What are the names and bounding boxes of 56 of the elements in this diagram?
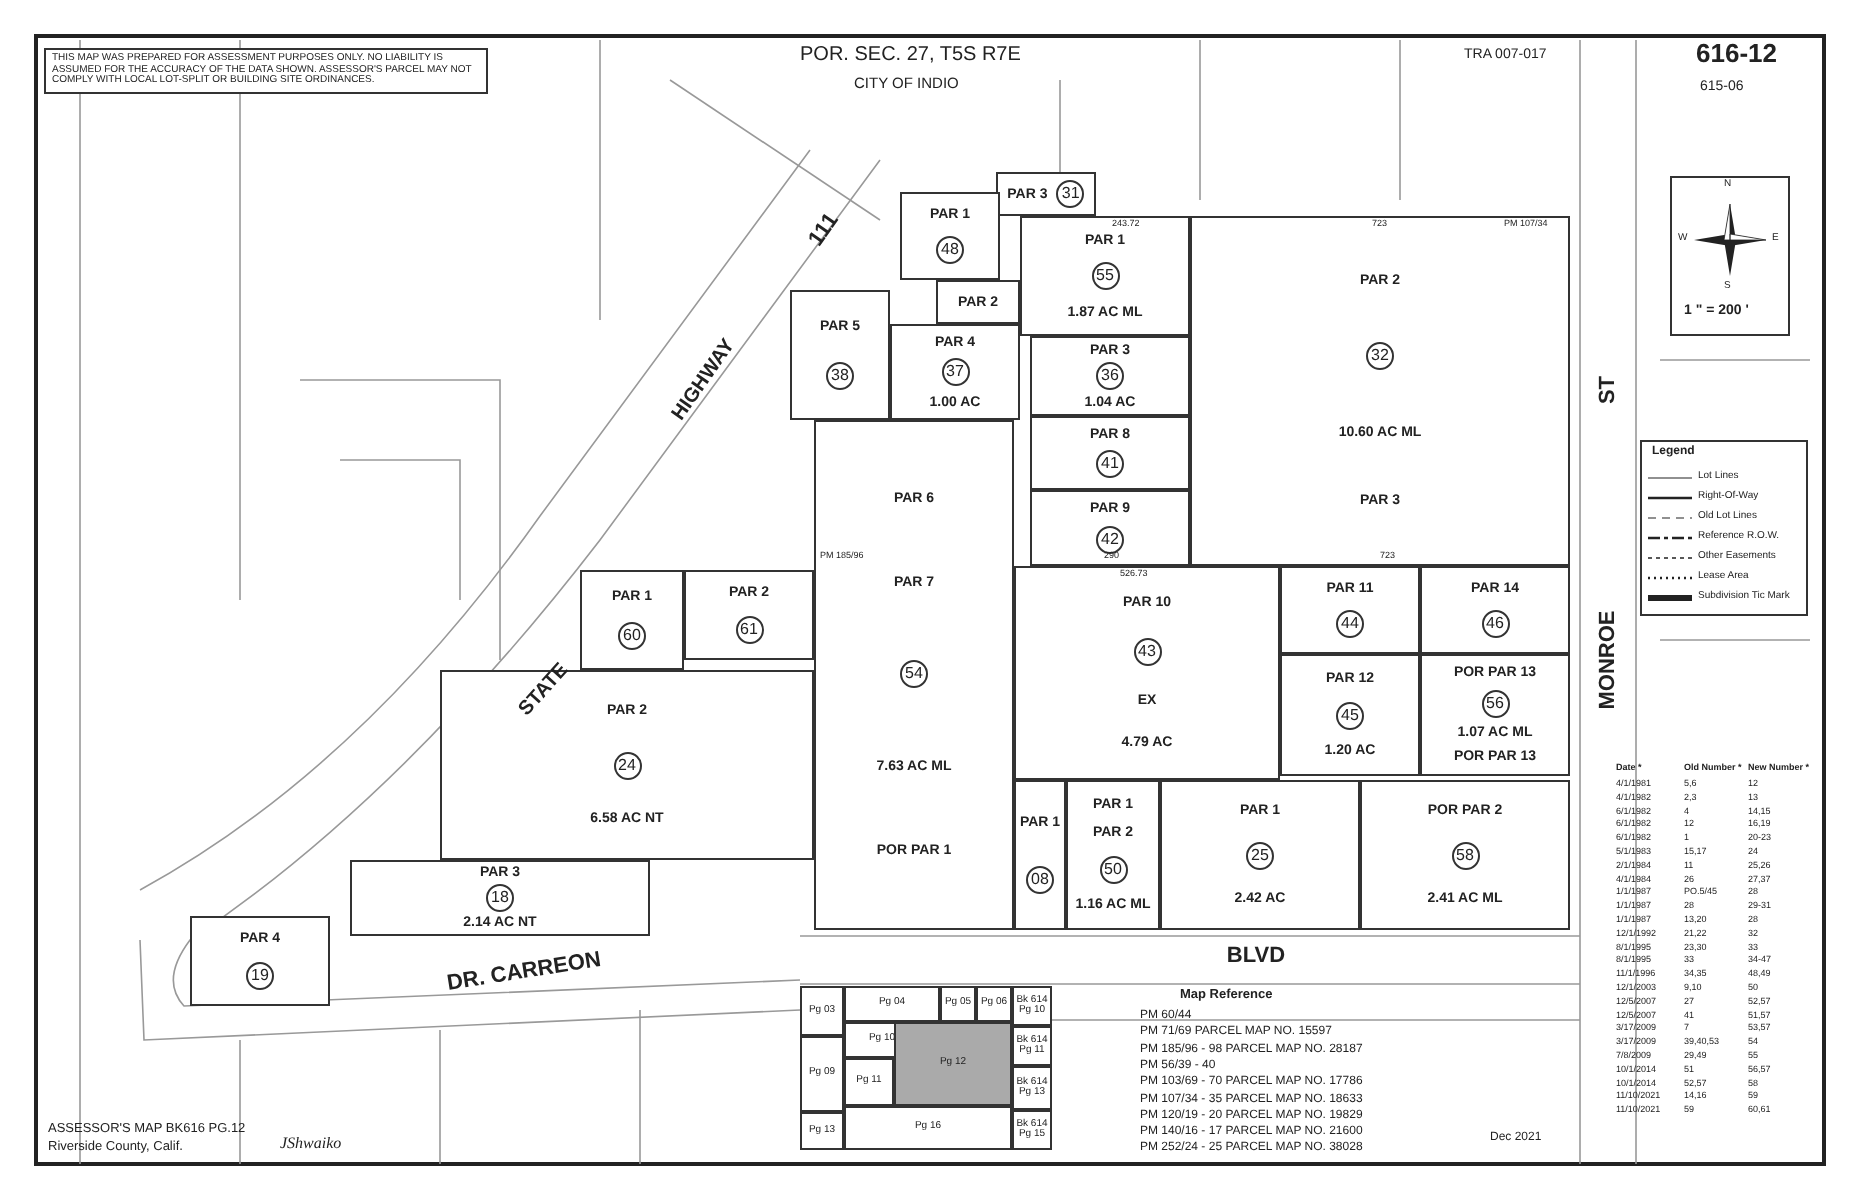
parcel-number: 08 [1026, 865, 1054, 894]
parcel-number: 61 [735, 615, 763, 644]
parcel-area [1030, 490, 1190, 566]
parcel-number: 37 [941, 358, 969, 386]
parcel-number: 55 [1091, 262, 1119, 290]
parcel-number: 25 [1246, 841, 1274, 869]
street-name: DR. CARREON [445, 947, 603, 997]
parcel-area [1280, 654, 1420, 776]
parcel-number: 24 [613, 751, 641, 779]
parcel-area [790, 290, 890, 420]
parcel-area [1160, 780, 1360, 930]
parcel-number: 54 [900, 660, 928, 689]
parcel-area [190, 916, 330, 1006]
parcel-area [1420, 566, 1570, 654]
parcel-number: 32 [1366, 342, 1394, 371]
parcel-number: 58 [1451, 841, 1479, 869]
map-title: POR. SEC. 27, T5S R7E [800, 44, 1021, 66]
parcel-number: 45 [1336, 701, 1364, 729]
parcel-number: 18 [486, 884, 514, 912]
parcel-number: 41 [1096, 450, 1124, 479]
parcel-area [350, 860, 650, 936]
parcel-area [580, 570, 684, 670]
parcel-number: 38 [826, 362, 854, 390]
parcel-area [1020, 216, 1190, 336]
parcel-area [1066, 780, 1160, 930]
parcel-area [936, 280, 1020, 324]
parcel-area [1190, 216, 1570, 566]
parcel-number: 42 [1096, 526, 1124, 554]
signature: JShwaiko [280, 1136, 342, 1154]
street-name: MONROE [1595, 610, 1621, 710]
map-page-number: 616-12 [1696, 40, 1777, 69]
parcel-area [814, 420, 1014, 930]
parcel-number: 50 [1099, 855, 1127, 884]
parcel-area [1014, 780, 1066, 930]
highway-number: 111 [804, 209, 844, 251]
parcel-area [996, 172, 1096, 216]
street-name: BLVD [1226, 943, 1286, 969]
parcel-area [1014, 566, 1280, 780]
parcel-area [1030, 416, 1190, 490]
parcel-number: 31 [1056, 180, 1085, 208]
parcel-number: 36 [1096, 362, 1124, 390]
parcel-number: 48 [936, 236, 964, 264]
parcel-number: 60 [618, 622, 646, 650]
parcel-number: 56 [1481, 689, 1509, 718]
parcel-number: 46 [1481, 610, 1509, 638]
parcel-area [1420, 654, 1570, 776]
parcel-area [900, 192, 1000, 280]
parcel-number: 43 [1133, 638, 1161, 666]
parcel-number: 19 [246, 961, 274, 990]
parcel-area [890, 324, 1020, 420]
parcel-area [684, 570, 814, 660]
parcel-number: 44 [1336, 610, 1364, 638]
parcel-area [1030, 336, 1190, 416]
street-name: ST [1595, 375, 1621, 405]
parcel-area [1280, 566, 1420, 654]
parcel-area [1360, 780, 1570, 930]
